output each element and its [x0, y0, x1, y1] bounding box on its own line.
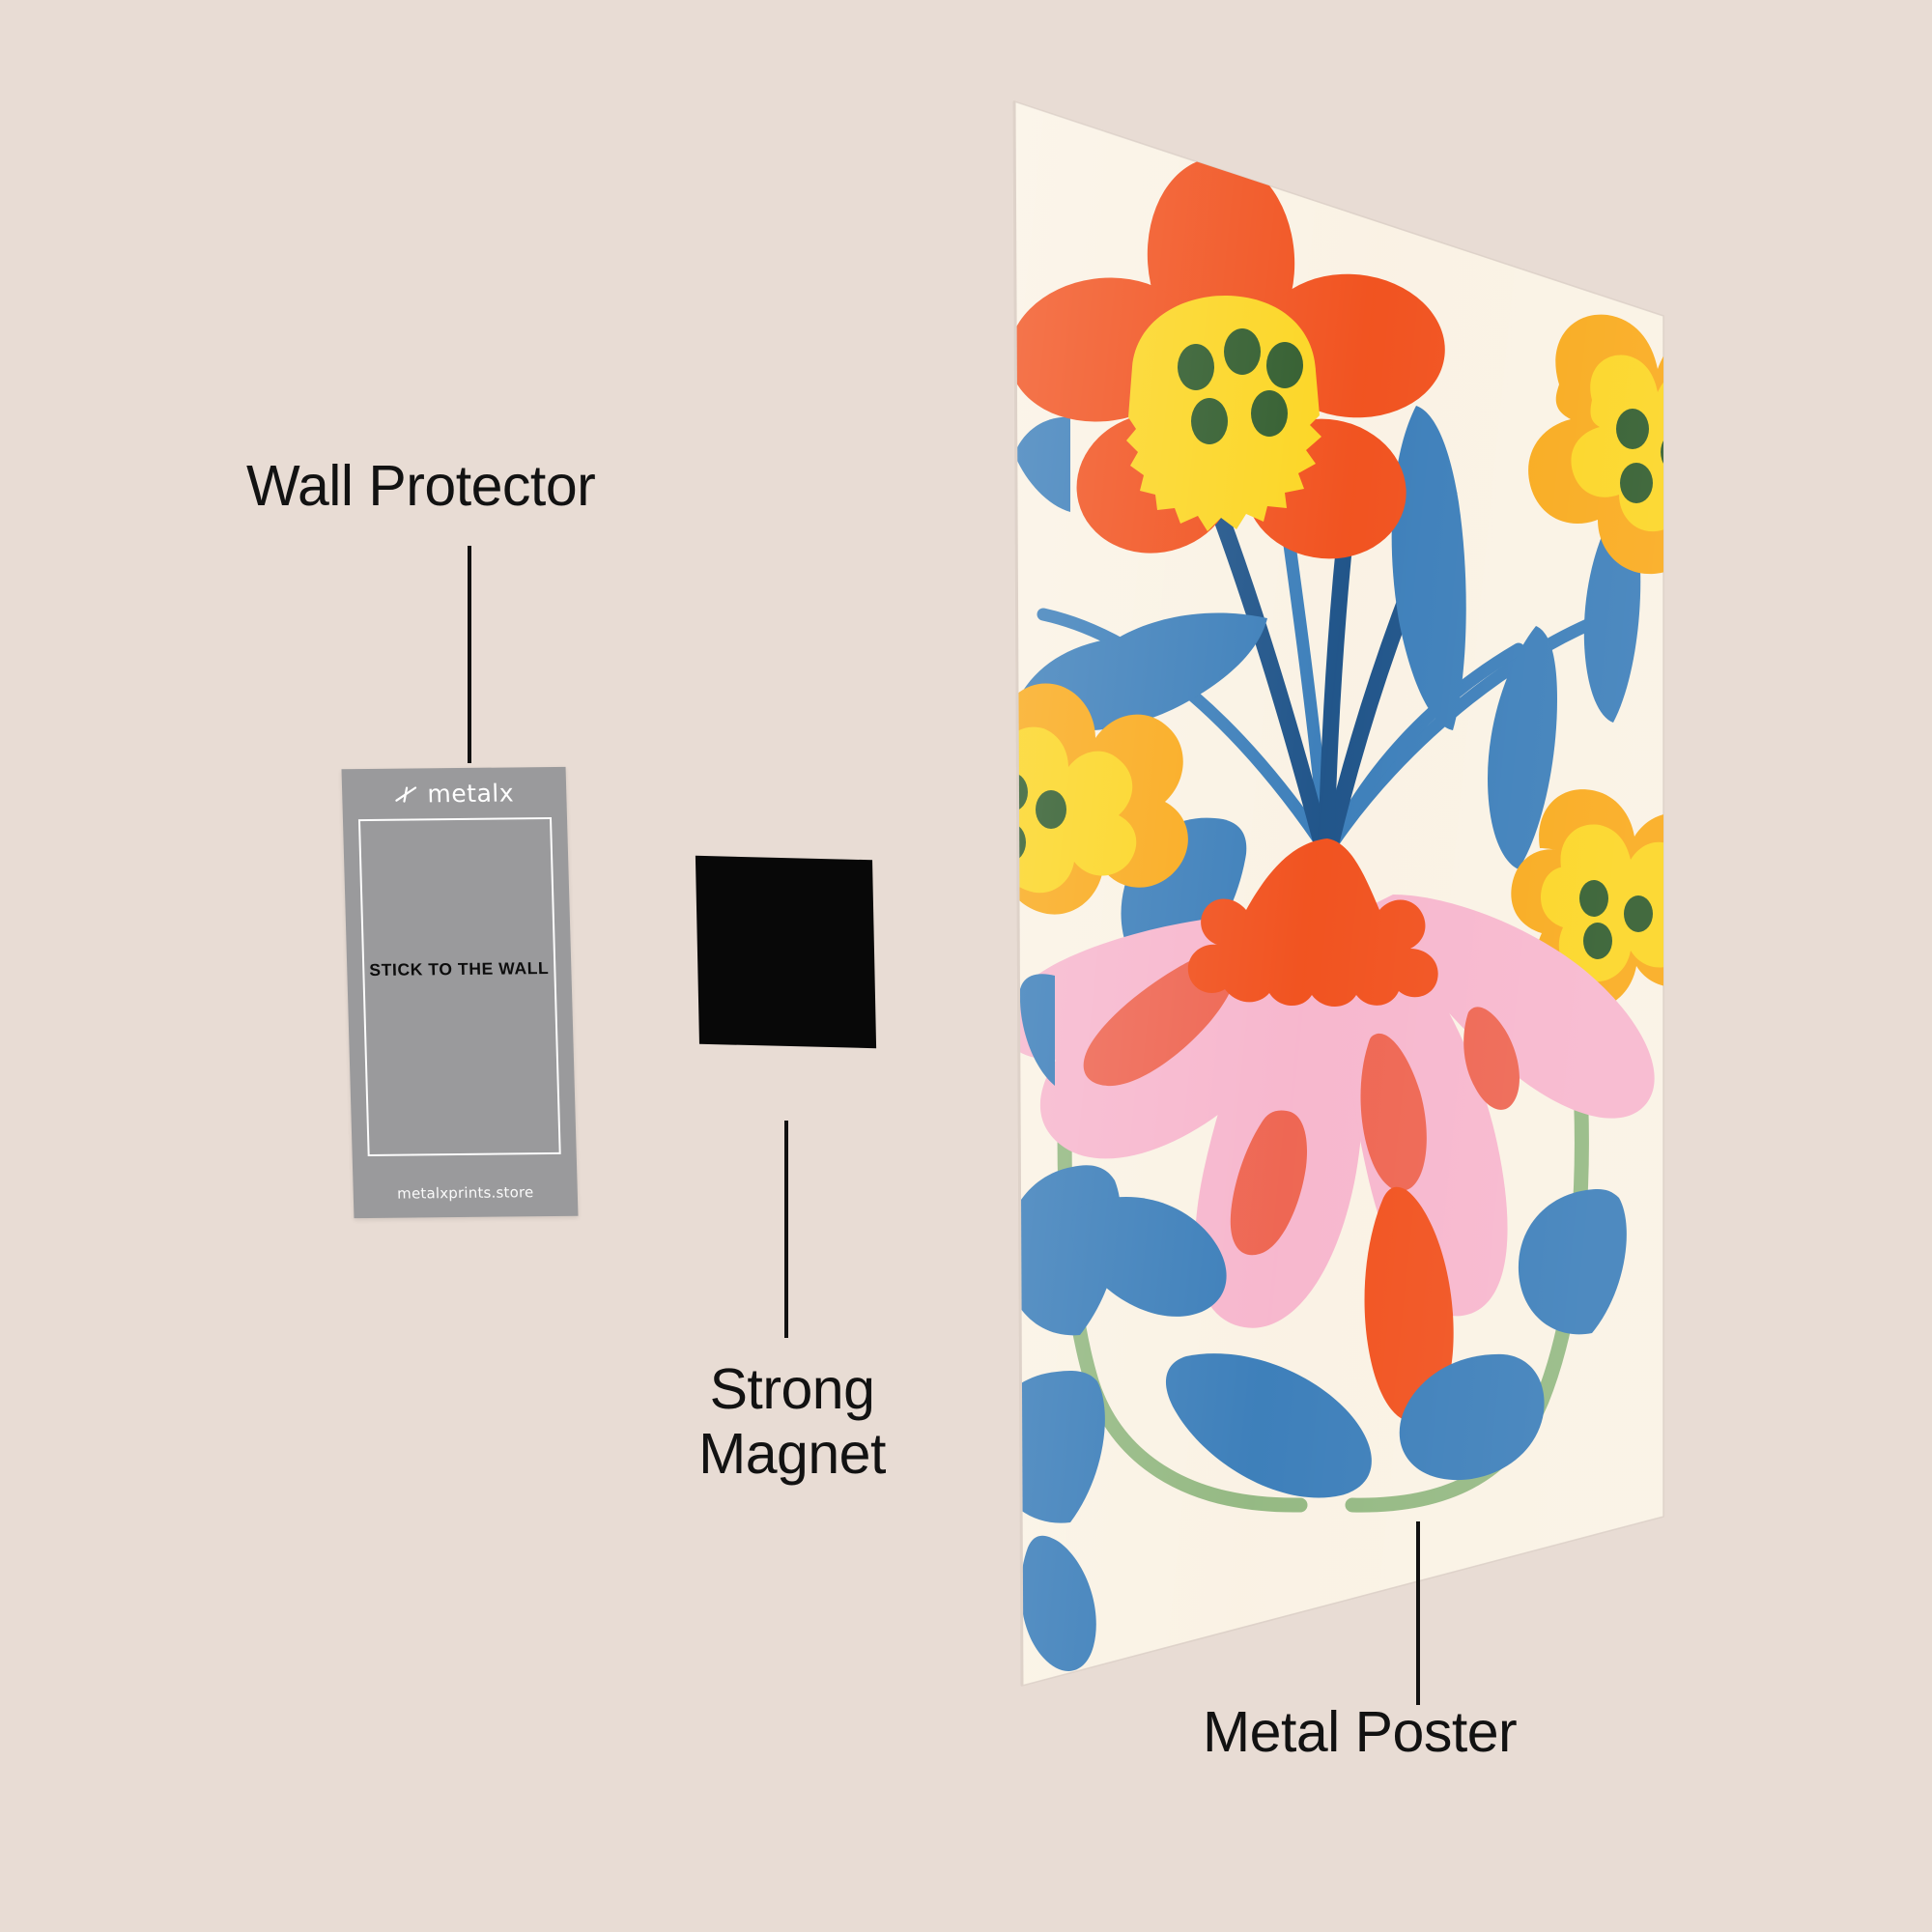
callout-label-metal-poster: Metal Poster — [1203, 1700, 1518, 1764]
leader-line-strong-magnet — [784, 1121, 788, 1338]
leader-line-wall-protector — [468, 546, 471, 763]
brand-wordmark: metalx — [427, 779, 515, 809]
strong-magnet-square — [695, 855, 877, 1049]
metalx-cross-icon — [395, 785, 417, 803]
callout-label-wall-protector: Wall Protector — [246, 454, 596, 518]
callout-label-strong-magnet: Strong Magnet — [698, 1357, 886, 1487]
wall-protector-card: metalx STICK TO THE WALL metalxprints.st… — [341, 766, 579, 1219]
card-headline: STICK TO THE WALL — [369, 958, 550, 980]
leader-line-metal-poster — [1416, 1521, 1420, 1705]
card-inner-frame — [357, 817, 561, 1156]
brand-logo: metalx — [342, 779, 567, 809]
card-store-url: metalxprints.store — [396, 1183, 534, 1203]
